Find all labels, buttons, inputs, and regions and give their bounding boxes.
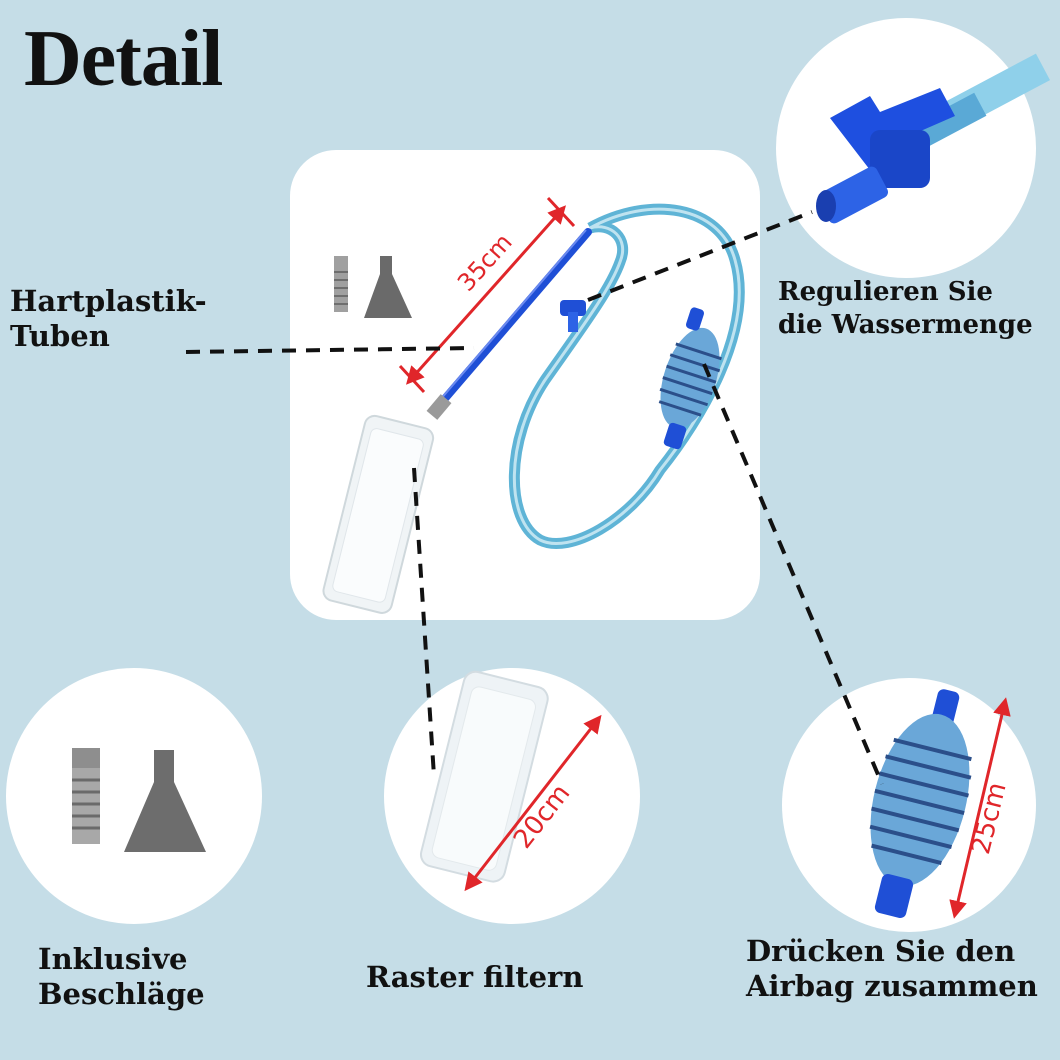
squeeze-label-line1: Drücken Sie den <box>746 934 1016 968</box>
squeeze-bulb-icon <box>869 689 972 919</box>
accessories-label-line2: Beschläge <box>38 977 205 1011</box>
tube-measure <box>398 196 576 394</box>
filter-label-line1: Raster filtern <box>366 960 584 994</box>
valve-icon <box>816 53 1051 224</box>
regulate-label-line2: die Wassermenge <box>778 310 1033 340</box>
hard-tube-label: Hartplastik- Tuben <box>10 284 207 354</box>
page-title: Detail <box>24 15 223 103</box>
spring-tube-icon <box>334 256 348 312</box>
funnel-nozzle-icon <box>124 750 206 852</box>
accessories-circle <box>6 668 262 924</box>
filter-tube-icon <box>322 414 435 614</box>
leader-lines <box>185 210 884 785</box>
accessories-label-line1: Inklusive <box>38 942 188 976</box>
regulate-label: Regulieren Sie die Wassermenge <box>778 276 1033 342</box>
spring-tube-icon <box>72 748 100 844</box>
accessories-label: Inklusive Beschläge <box>38 942 205 1012</box>
funnel-nozzle-icon <box>364 256 412 318</box>
squeeze-label-line2: Airbag zusammen <box>746 969 1038 1003</box>
hard-plastic-tube <box>438 228 592 406</box>
filter-label: Raster filtern <box>366 960 583 995</box>
valve-icon <box>560 300 586 332</box>
hard-tube-label-line2: Tuben <box>10 319 110 353</box>
hard-tube-label-line1: Hartplastik- <box>10 284 207 318</box>
squeeze-label: Drücken Sie den Airbag zusammen <box>746 934 1038 1004</box>
squeeze-bulb-icon <box>658 307 722 450</box>
filter-measure <box>464 714 602 892</box>
bulb-measure <box>949 697 1011 919</box>
regulate-label-line1: Regulieren Sie <box>778 277 993 307</box>
